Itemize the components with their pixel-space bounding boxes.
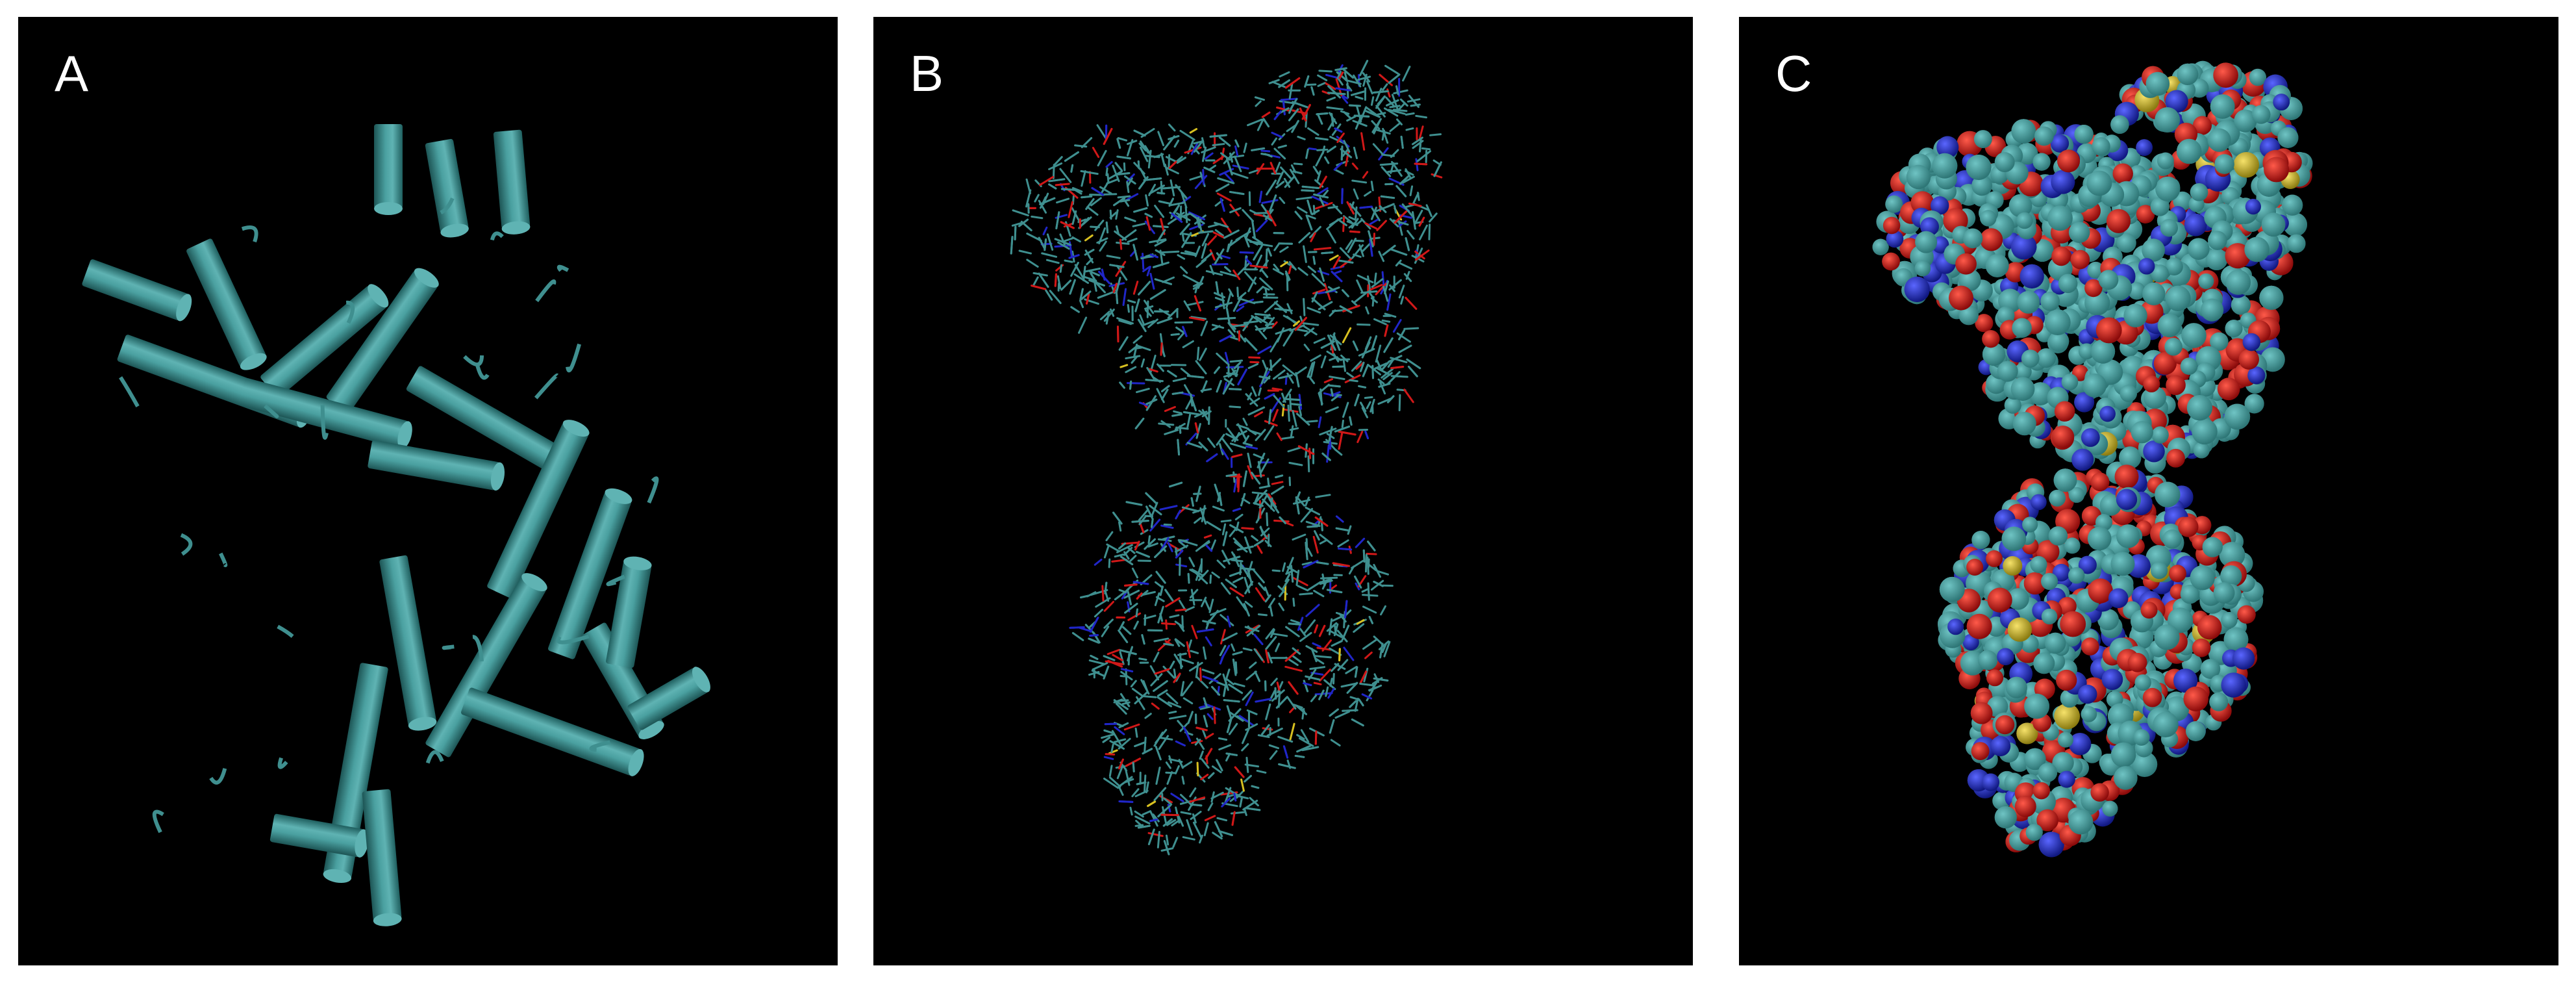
loop-coil xyxy=(277,624,294,638)
helix-cylinder xyxy=(425,138,469,238)
loop-coil xyxy=(440,197,455,214)
loop-coil xyxy=(152,809,164,834)
helix-cylinder xyxy=(547,488,632,659)
atom-spheres xyxy=(1872,60,2313,858)
loop-coil xyxy=(556,634,590,644)
helix-cylinder xyxy=(461,687,644,776)
helix-cylinder xyxy=(425,573,547,758)
loop-coil xyxy=(647,476,659,504)
loop-coil xyxy=(606,574,625,587)
loop-coil xyxy=(475,364,490,380)
loop-coil xyxy=(589,740,611,752)
panel-c-label: C xyxy=(1775,45,1812,102)
panel-a-cartoon-view: A xyxy=(18,17,838,965)
helix-cylinder xyxy=(326,268,439,413)
helix-cylinder xyxy=(260,284,389,398)
protein-surface-render xyxy=(1872,60,2313,858)
protein-stick-render xyxy=(1010,60,1443,856)
loop-coil xyxy=(241,225,258,243)
loop-coil xyxy=(119,376,140,407)
helix-cylinder xyxy=(269,813,369,858)
panel-a-label: A xyxy=(55,45,89,102)
loop-coil xyxy=(219,552,228,567)
loop-coil xyxy=(442,644,455,650)
loop-coil xyxy=(277,757,288,769)
loop-coil xyxy=(535,279,556,303)
protein-cartoon-render xyxy=(82,124,710,926)
helix-cylinder xyxy=(487,420,590,598)
helix-cylinder xyxy=(374,124,403,215)
helix-cylinder xyxy=(368,440,505,491)
helix-cylinder xyxy=(82,259,192,322)
loop-coil xyxy=(534,373,560,400)
loop-coil xyxy=(209,768,227,785)
panel-b-label: B xyxy=(910,45,944,102)
loop-coil xyxy=(425,750,444,764)
loop-coil xyxy=(345,300,355,324)
atom-bonds xyxy=(1010,60,1443,856)
helix-cylinder xyxy=(323,663,388,884)
panel-b-stick-view: B xyxy=(873,17,1693,965)
helix-cylinder xyxy=(606,556,652,668)
loop-coil xyxy=(556,264,569,272)
loop-coil xyxy=(490,231,504,241)
loop-coil xyxy=(180,533,193,556)
panel-c-surface-view: C xyxy=(1739,17,2558,965)
loop-coil xyxy=(472,635,484,662)
helix-cylinder xyxy=(186,238,267,370)
helix-cylinder xyxy=(362,789,402,926)
helix-cylinder xyxy=(493,129,531,235)
loop-coil xyxy=(320,405,329,440)
helix-cylinder xyxy=(379,555,437,731)
helix-cylinder xyxy=(627,667,710,730)
loop-coil xyxy=(566,343,582,373)
loop-coil xyxy=(463,355,484,367)
loop-coil xyxy=(264,404,279,418)
